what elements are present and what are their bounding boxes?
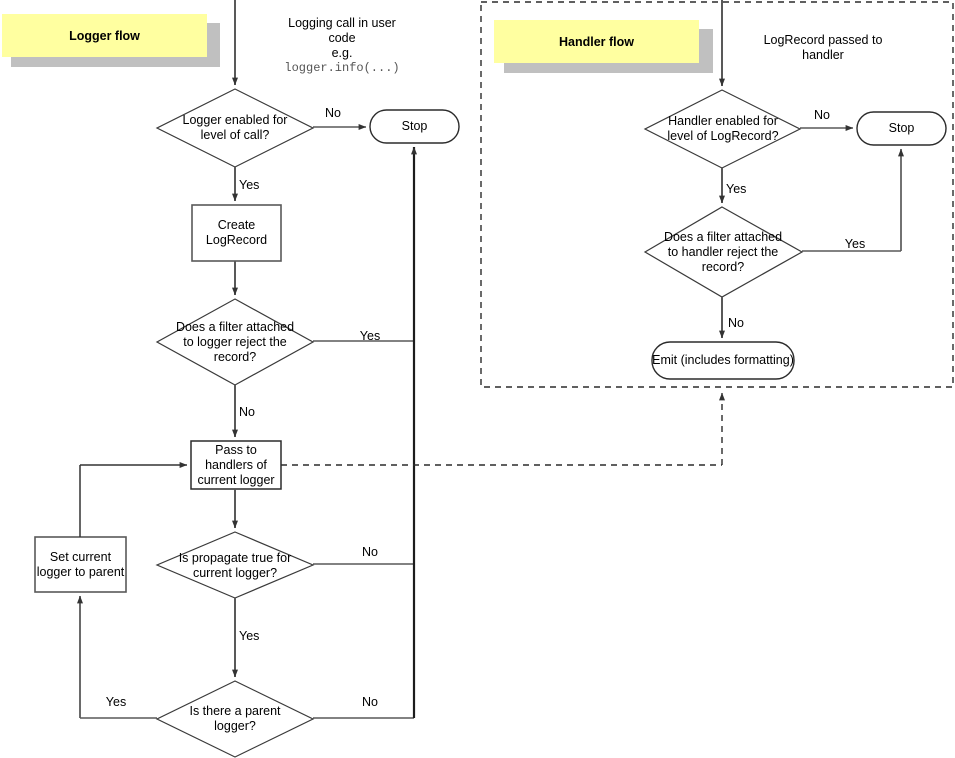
edge-label-handler-filter-yes: Yes bbox=[844, 237, 866, 251]
edge-label-logger-enabled-no: No bbox=[325, 106, 341, 120]
edge-label-propagate-no: No bbox=[362, 545, 378, 559]
handler-flow-container bbox=[480, 1, 954, 388]
edge-label-has-parent-yes: Yes bbox=[105, 695, 127, 709]
process-create-logrecord bbox=[191, 204, 282, 262]
terminal-emit bbox=[651, 341, 795, 380]
decision-logger-filter bbox=[155, 298, 315, 386]
handler-entry-caption: LogRecord passed to handler bbox=[728, 33, 918, 63]
decision-handler-filter bbox=[643, 206, 804, 298]
logger-entry-caption-line2: code bbox=[328, 31, 356, 45]
handler-entry-caption-line2: handler bbox=[802, 48, 844, 62]
handler-flow-banner-label: Handler flow bbox=[558, 34, 634, 49]
decision-is-propagate bbox=[155, 531, 315, 599]
decision-has-parent bbox=[155, 680, 315, 758]
logger-entry-caption-code: logger.info(...) bbox=[284, 61, 400, 75]
edge-label-handler-filter-no: No bbox=[728, 316, 744, 330]
logger-entry-caption-line1: Logging call in user bbox=[288, 16, 396, 30]
edge-label-has-parent-no: No bbox=[362, 695, 378, 709]
terminal-stop-logger bbox=[369, 109, 460, 144]
terminal-stop-handler bbox=[856, 111, 947, 146]
edge-label-handler-enabled-no: No bbox=[814, 108, 830, 122]
logger-flow-banner: Logger flow bbox=[2, 14, 207, 57]
edge-label-logger-enabled-yes: Yes bbox=[239, 178, 260, 192]
decision-handler-enabled bbox=[643, 89, 802, 169]
logger-entry-caption-line3: e.g. bbox=[331, 46, 353, 60]
logger-entry-caption: Logging call in user code e.g. logger.in… bbox=[242, 16, 442, 76]
edge-label-logger-filter-no: No bbox=[239, 405, 255, 419]
edge-label-propagate-yes: Yes bbox=[239, 629, 260, 643]
process-set-parent bbox=[34, 536, 127, 593]
handler-entry-caption-line1: LogRecord passed to bbox=[763, 33, 883, 47]
handler-flow-banner: Handler flow bbox=[494, 20, 699, 63]
edge-label-handler-enabled-yes: Yes bbox=[726, 182, 747, 196]
process-pass-to-handlers bbox=[190, 440, 282, 490]
decision-logger-enabled bbox=[155, 88, 315, 168]
logger-flow-banner-label: Logger flow bbox=[69, 28, 140, 43]
edge-label-logger-filter-yes: Yes bbox=[359, 329, 381, 343]
